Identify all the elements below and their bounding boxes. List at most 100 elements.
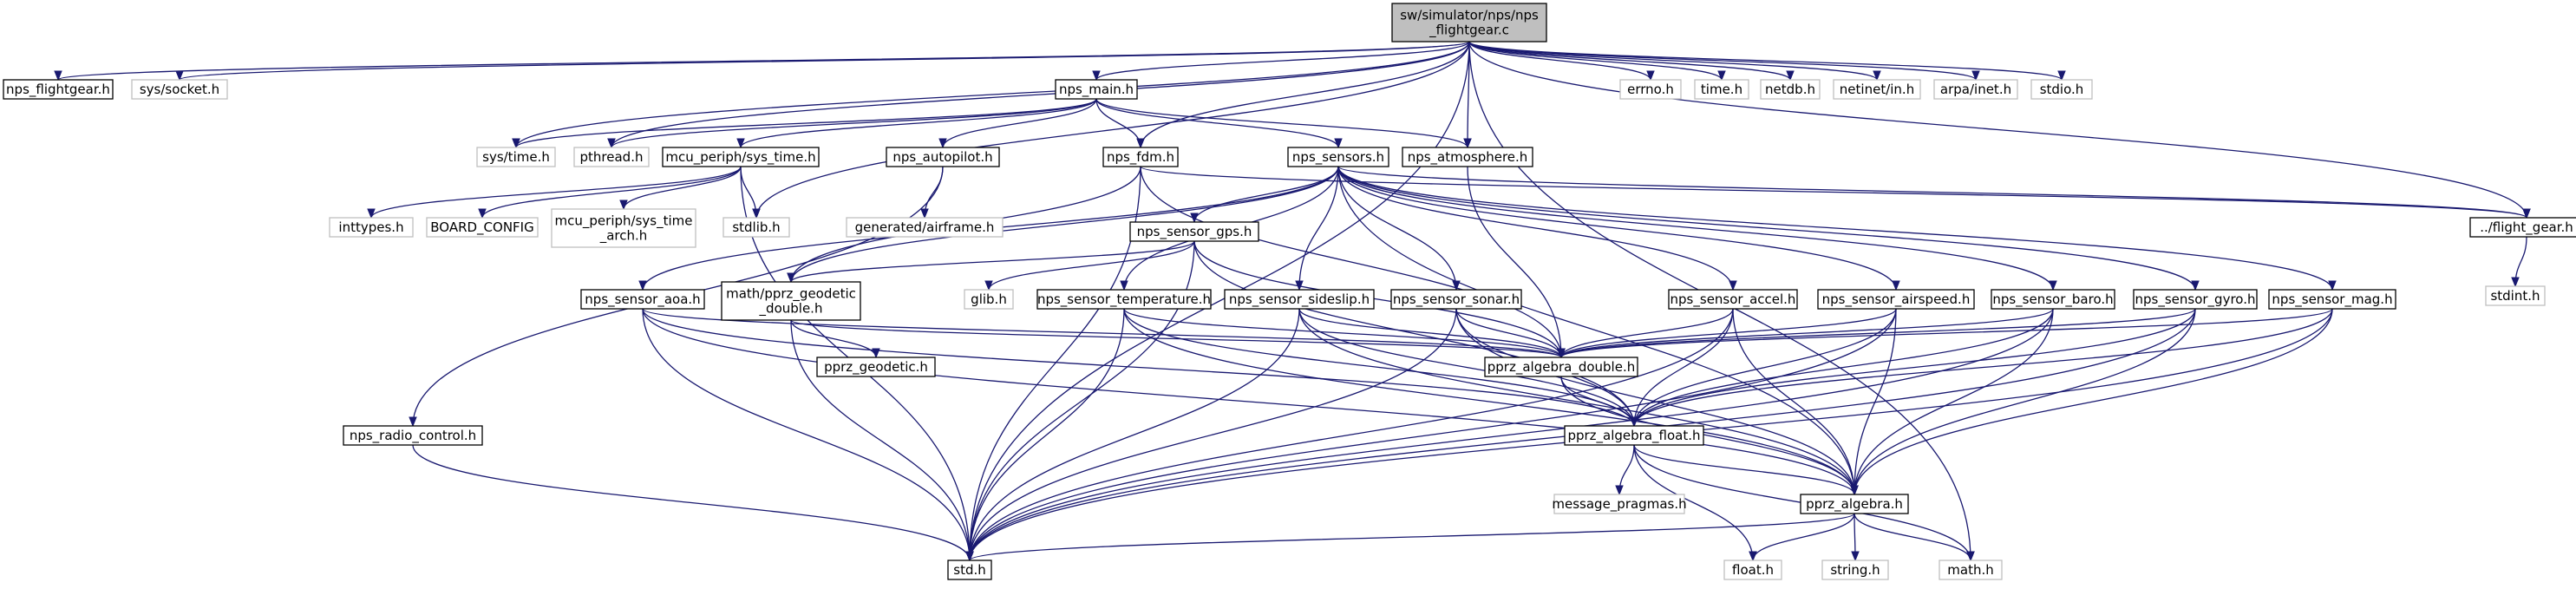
edge-nps-sensors-h-to-nps-sensor-accel-h [1337,166,1737,291]
node-arpa-inet-h[interactable]: arpa/inet.h [1933,79,2018,100]
node-pthread-h[interactable]: pthread.h [573,147,650,167]
edge-pprz-algebra-h-to-string-h [1851,513,1860,562]
node-airframe-h[interactable]: generated/airframe.h [846,217,1004,238]
node-math-h[interactable]: math.h [1939,560,2003,580]
edge-nps-sensor-mag-h-to-pprz-algebra-float-h [1630,308,2333,428]
edge-line [1633,308,2196,427]
edge-line [481,166,742,219]
edge-mcu-sys-time-h-to-sys-time-arch-h [619,166,742,211]
edge-arrowhead [1646,70,1655,82]
node-box [476,147,556,167]
edge-nps-main-h-to-pthread-h [607,98,1097,149]
node-label: sys/time.h [482,149,550,165]
node-nps-sensor-mag-h[interactable]: nps_sensor_mag.h [2268,289,2396,310]
node-errno-h[interactable]: errno.h [1619,79,1682,100]
node-box [721,281,861,321]
node-box [1933,79,2018,100]
edge-root-to-arpa-inet-h [1468,41,1980,82]
edge-line [740,98,1097,148]
edge-arrowhead [367,208,376,219]
edge-line [1854,308,2054,495]
node-box [2133,289,2258,310]
node-inttypes-h[interactable]: inttypes.h [329,217,414,238]
node-box [1694,79,1749,100]
node-sys-time-arch-h[interactable]: mcu_periph/sys_time_arch.h [551,208,696,248]
node-nps-flightgear-h[interactable]: nps_flightgear.h [3,79,114,100]
edge-line [642,308,1562,358]
node-label: pprz_geodetic.h [824,359,928,376]
node-nps-sensor-sideslip-h[interactable]: nps_sensor_sideslip.h [1224,289,1375,310]
node-stdint-h[interactable]: stdint.h [2485,285,2546,306]
node-nps-sensor-accel-h[interactable]: nps_sensor_accel.h [1668,289,1798,310]
node-nps-sensor-temperature-h[interactable]: nps_sensor_temperature.h [1036,289,1212,310]
node-box [886,147,1000,167]
node-pprz-geodetic-h[interactable]: pprz_geodetic.h [816,357,936,377]
node-nps-atmosphere-h[interactable]: nps_atmosphere.h [1402,147,1533,167]
edge-nps-main-h-to-sys-time-h [512,98,1097,149]
edge-arrowhead [2328,280,2337,291]
edge-line [1468,41,2527,219]
edge-flight-gear-h-to-stdint-h [2511,236,2527,288]
edge-arrowhead [2049,280,2057,291]
node-label: BOARD_CONFIG [430,219,533,236]
node-pprz-algebra-h[interactable]: pprz_algebra.h [1800,494,1909,514]
node-label: mcu_periph/sys_time [555,213,693,230]
node-glib-h[interactable]: glib.h [964,289,1014,310]
node-nps-sensor-baro-h[interactable]: nps_sensor_baro.h [1991,289,2115,310]
node-box [722,217,790,238]
edge-pprz-geodetic-double-h-to-pprz-geodetic-h [790,319,880,359]
edge-line [1095,98,1339,148]
edge-arrowhead [1092,70,1101,82]
edge-line [1560,308,1734,358]
node-box [1939,560,2003,580]
edge-line [969,240,1195,561]
node-pprz-algebra-float-h[interactable]: pprz_algebra_float.h [1564,425,1704,446]
node-label: generated/airframe.h [855,219,995,235]
node-board-config[interactable]: BOARD_CONFIG [426,217,539,238]
node-nps-sensor-aoa-h[interactable]: nps_sensor_aoa.h [580,289,705,310]
node-nps-main-h[interactable]: nps_main.h [1055,79,1138,100]
edge-line [790,319,971,561]
edge-arrowhead [607,138,616,149]
node-sys-time-h[interactable]: sys/time.h [476,147,556,167]
edge-line [1337,166,1855,495]
node-nps-autopilot-h[interactable]: nps_autopilot.h [886,147,1000,167]
edge-line [1123,308,1855,495]
node-nps-radio-control-h[interactable]: nps_radio_control.h [343,425,483,446]
node-pprz-algebra-double-h[interactable]: pprz_algebra_double.h [1484,357,1638,377]
node-stdio-h[interactable]: stdio.h [2030,79,2093,100]
edge-arrowhead [1892,280,1900,291]
edge-nps-sensors-h-to-nps-sensor-baro-h [1337,166,2057,291]
node-float-h[interactable]: float.h [1723,560,1782,580]
node-flight-gear-h[interactable]: ../flight_gear.h [2469,217,2576,238]
edge-root-to-flight-gear-h [1468,41,2531,219]
node-netdb-h[interactable]: netdb.h [1760,79,1821,100]
edge-line [1095,98,1141,148]
node-stdlib-h[interactable]: stdlib.h [722,217,790,238]
node-nps-sensor-gps-h[interactable]: nps_sensor_gps.h [1129,221,1259,242]
node-box [2469,217,2576,238]
node-sys-socket-h[interactable]: sys/socket.h [131,79,228,100]
node-box [816,357,936,377]
node-mcu-sys-time-h[interactable]: mcu_periph/sys_time.h [662,147,820,167]
node-nps-sensor-gyro-h[interactable]: nps_sensor_gyro.h [2133,289,2258,310]
node-nps-sensors-h[interactable]: nps_sensors.h [1287,147,1389,167]
node-nps-fdm-h[interactable]: nps_fdm.h [1102,147,1179,167]
node-netinet-in-h[interactable]: netinet/in.h [1833,79,1921,100]
node-time-h[interactable]: time.h [1694,79,1749,100]
node-box [1723,560,1782,580]
edge-line [412,444,971,561]
edge-nps-main-h-to-nps-sensors-h [1095,98,1343,149]
node-root[interactable]: sw/simulator/nps/nps_flightgear.c [1391,3,1547,43]
node-string-h[interactable]: string.h [1821,560,1889,580]
node-nps-sensor-sonar-h[interactable]: nps_sensor_sonar.h [1390,289,1522,310]
node-message-pragmas-h[interactable]: message_pragmas.h [1552,494,1687,514]
node-label: math.h [1947,562,1993,578]
node-nps-sensor-airspeed-h[interactable]: nps_sensor_airspeed.h [1817,289,1975,310]
edge-nps-sensor-airspeed-h-to-pprz-algebra-float-h [1630,308,1897,428]
node-std-h[interactable]: std.h [947,560,992,580]
node-box [329,217,414,238]
edge-nps-radio-control-h-to-std-h [412,444,974,562]
node-pprz-geodetic-double-h[interactable]: math/pprz_geodetic_double.h [721,281,861,321]
